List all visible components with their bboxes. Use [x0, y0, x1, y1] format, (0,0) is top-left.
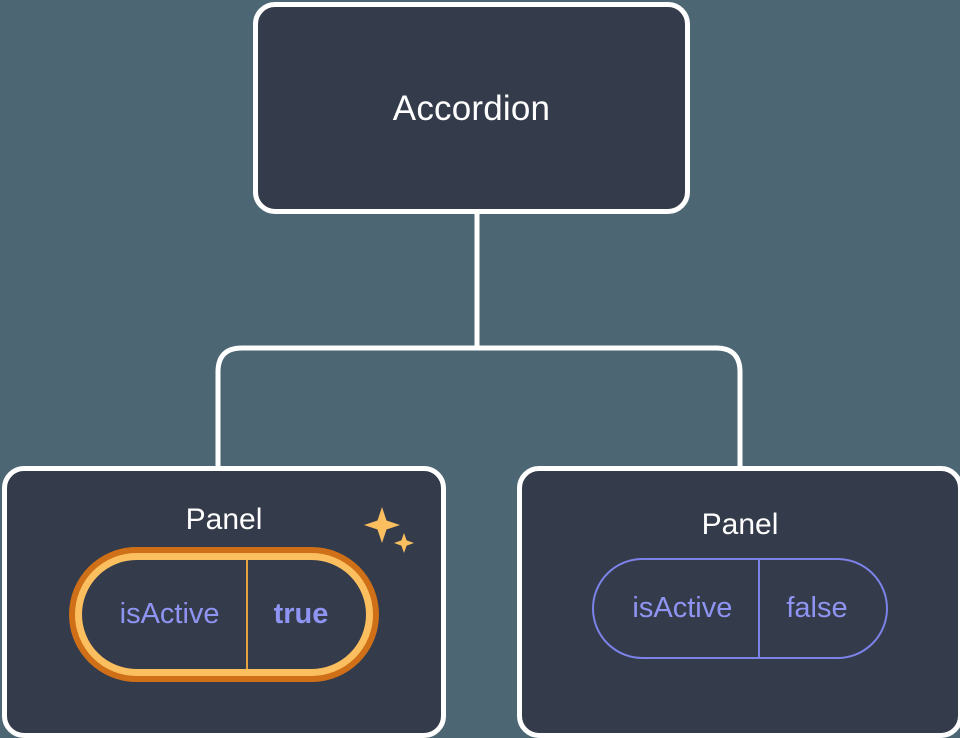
node-title-panel: Panel [185, 503, 263, 536]
prop-key: isActive [632, 592, 733, 624]
tree-node-accordion[interactable]: Accordion [253, 2, 690, 214]
sparkle-icon [364, 507, 415, 553]
prop-value: true [245, 560, 367, 669]
prop-value: false [758, 560, 885, 657]
prop-pill-wrapper-inactive: isActive false [592, 558, 888, 659]
node-title-accordion: Accordion [392, 88, 551, 128]
prop-pill-isactive-false[interactable]: isActive false [592, 558, 888, 659]
connector-branch-bar [215, 345, 743, 466]
prop-pill-wrapper-active: isActive true [74, 507, 415, 676]
prop-key: isActive [119, 598, 220, 630]
tree-node-panel-inactive[interactable]: Panel isActive false [517, 466, 960, 738]
node-title-panel: Panel [701, 508, 779, 541]
tree-node-panel-active[interactable]: Panel isActive true [2, 466, 446, 738]
prop-pill-isactive-true[interactable]: isActive true [74, 553, 374, 676]
